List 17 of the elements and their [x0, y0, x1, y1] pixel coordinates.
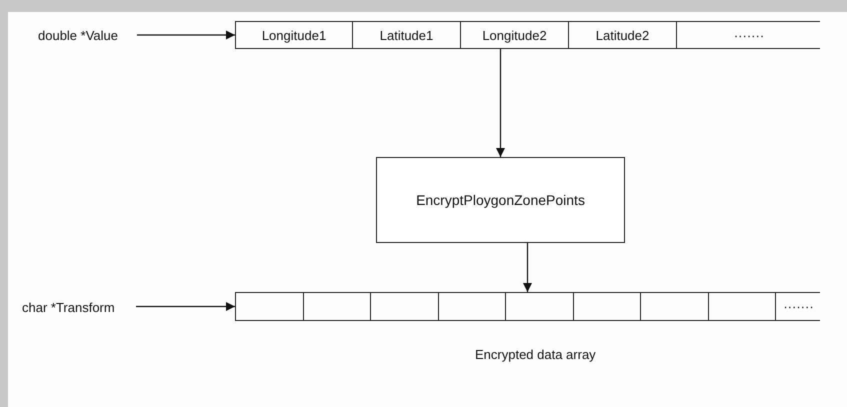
- ellipsis: ·······: [783, 299, 814, 314]
- box-label: EncryptPloygonZonePoints: [416, 192, 585, 208]
- array-bar: [235, 292, 820, 321]
- array-bar: [235, 21, 820, 49]
- ellipsis: ·······: [734, 28, 764, 42]
- arrow: [523, 243, 532, 292]
- cell-label: Longitude1: [262, 28, 326, 42]
- process-box: [376, 157, 625, 243]
- variable-label: double *Value: [38, 26, 133, 44]
- caption: Encrypted data array: [475, 347, 596, 362]
- cell-label: Longitude2: [482, 28, 547, 42]
- arrow: [137, 30, 235, 40]
- variable-label: char *Transform: [22, 298, 132, 316]
- cell-label: Latitude1: [380, 28, 434, 42]
- cell-label: Latitude2: [596, 28, 650, 42]
- arrow: [496, 49, 505, 157]
- arrow: [136, 302, 235, 311]
